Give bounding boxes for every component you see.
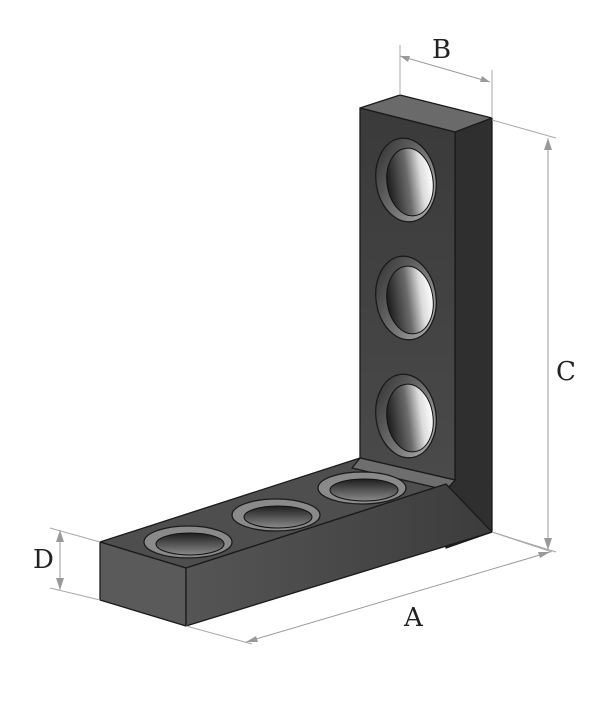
vertical-hole-2: [375, 255, 437, 341]
base-hole-2: [231, 498, 321, 532]
dimension-d-label: D: [33, 545, 54, 575]
dimension-a-label: A: [403, 603, 424, 633]
dimension-c-label: C: [556, 357, 576, 387]
dimension-b-label: B: [432, 35, 451, 65]
dimension-c: C: [491, 119, 576, 553]
base-holes: [143, 471, 407, 559]
dimension-a: A: [185, 531, 553, 645]
base-hole-3: [317, 471, 407, 505]
vertical-holes: [375, 137, 437, 459]
vertical-hole-3: [375, 373, 437, 459]
vertical-hole-1: [375, 137, 437, 223]
dimension-b: B: [399, 35, 493, 118]
base-hole-1: [143, 525, 233, 559]
dimension-d: D: [33, 527, 101, 601]
